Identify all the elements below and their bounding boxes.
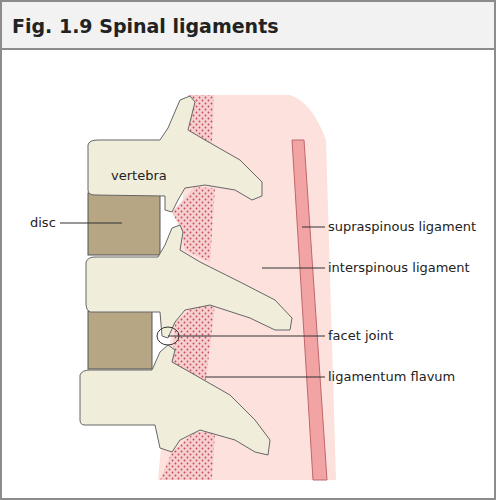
part-label: disc bbox=[30, 215, 56, 231]
disc-shape bbox=[88, 311, 152, 369]
header-rule bbox=[1, 48, 495, 50]
part-label: vertebra bbox=[111, 168, 167, 184]
header-band bbox=[2, 2, 494, 49]
part-label: interspinous ligament bbox=[328, 260, 470, 276]
vertebra-shape bbox=[86, 225, 292, 338]
vertebra-shape bbox=[80, 345, 270, 455]
figure-title: Fig. 1.9 Spinal ligaments bbox=[12, 14, 279, 38]
leader-line bbox=[262, 268, 325, 269]
disc-shape bbox=[88, 193, 160, 255]
supraspinous-band bbox=[292, 140, 327, 480]
leader-line bbox=[60, 223, 122, 224]
part-label: facet joint bbox=[328, 328, 393, 344]
vertebra-shape bbox=[88, 96, 262, 212]
part-label: ligamentum flavum bbox=[328, 369, 455, 385]
leader-line bbox=[205, 377, 325, 378]
leader-line bbox=[302, 227, 325, 228]
part-label: supraspinous ligament bbox=[328, 219, 476, 235]
leader-line bbox=[168, 336, 325, 337]
